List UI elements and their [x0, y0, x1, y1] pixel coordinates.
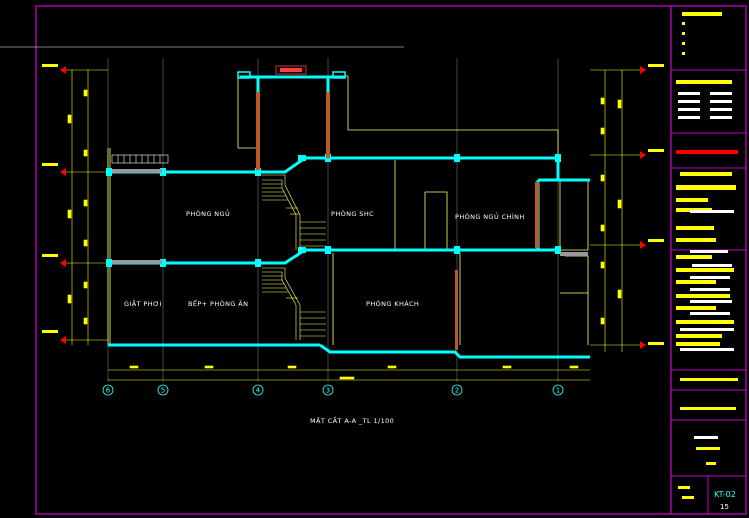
sheet-frame [35, 5, 747, 515]
axis-bubbles [102, 384, 564, 396]
room-label-bedroom: PHÒNG NGỦ [186, 208, 230, 218]
room-label-worship: PHÒNG SHC [331, 209, 374, 218]
room-label-master-bedroom: PHÒNG NGỦ CHÍNH [455, 211, 525, 221]
axis-label-3: 3 [326, 387, 330, 395]
axis-label-4: 4 [256, 387, 261, 395]
room-label-laundry: GIẶT PHƠI [124, 299, 162, 308]
sheet-code: KT-02 [714, 490, 736, 499]
drawing-title: MẶT CẮT A-A _TL 1/100 [310, 415, 394, 425]
room-label-living-room: PHÒNG KHÁCH [366, 299, 419, 308]
room-label-kitchen-dining: BẾP+ PHÒNG ĂN [188, 298, 248, 308]
bottom-dimension-chain [108, 365, 590, 381]
left-dimension-chain [64, 69, 108, 345]
axis-label-1: 1 [556, 387, 560, 395]
title-block: KT-02 15 [671, 12, 746, 514]
level-markers [42, 64, 664, 349]
roof-parapet [237, 65, 346, 79]
axis-label-2: 2 [455, 387, 459, 395]
hatched-slabs [112, 169, 588, 264]
axis-label-5: 5 [161, 387, 165, 395]
balcony-railing [111, 154, 169, 164]
sheet-number: 15 [720, 503, 729, 511]
staircase [262, 174, 326, 340]
right-dimension-chain [590, 69, 640, 352]
columns [256, 92, 539, 350]
axis-label-6: 6 [106, 387, 111, 395]
